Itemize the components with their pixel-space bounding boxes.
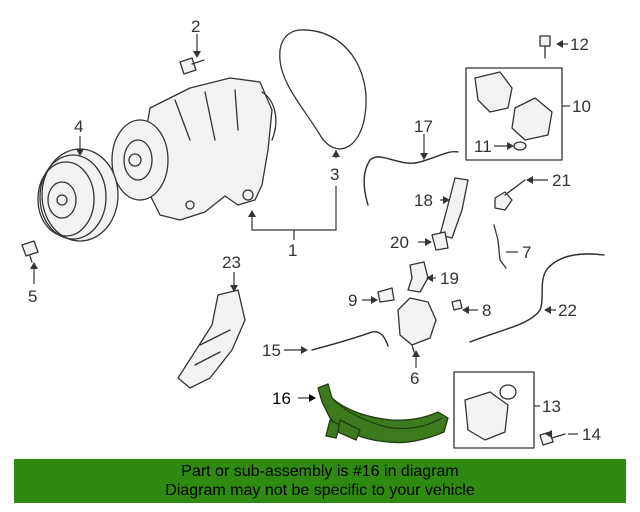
callout-1: 1 xyxy=(288,241,297,260)
callout-12: 12 xyxy=(570,35,589,54)
highlighted-pipe-part-16 xyxy=(317,383,449,444)
callout-21: 21 xyxy=(552,171,571,190)
callout-2: 2 xyxy=(191,17,200,36)
bracket-part-23 xyxy=(177,289,246,389)
water-pump-part-1 xyxy=(111,77,277,221)
callout-15: 15 xyxy=(262,341,281,360)
tube-part-18 xyxy=(439,177,469,239)
callout-4: 4 xyxy=(74,117,83,136)
bracket-part-7 xyxy=(493,224,507,269)
callout-20: 20 xyxy=(390,233,409,252)
bolt-part-12 xyxy=(539,35,551,59)
fitting-part-20 xyxy=(431,231,449,251)
callout-11: 11 xyxy=(474,137,492,156)
bolt-part-2 xyxy=(179,57,205,75)
banner-line-1: Part or sub-assembly is #16 in diagram xyxy=(181,463,459,480)
callout-7: 7 xyxy=(522,243,531,262)
sensor-part-21 xyxy=(494,179,526,211)
callout-23: 23 xyxy=(222,253,241,272)
hose-part-17 xyxy=(363,150,459,206)
callout-22: 22 xyxy=(558,301,577,320)
callout-14: 14 xyxy=(582,425,601,444)
callout-5: 5 xyxy=(28,287,37,306)
bolt-part-8 xyxy=(451,299,463,311)
gasket-part-3 xyxy=(279,29,367,150)
callout-13: 13 xyxy=(542,397,561,416)
callout-19: 19 xyxy=(440,269,459,288)
clip-part-9 xyxy=(377,287,395,303)
callout-3: 3 xyxy=(330,165,339,184)
callout-17: 17 xyxy=(414,117,433,136)
bolt-part-5 xyxy=(21,240,39,263)
housing-box-part-13 xyxy=(453,371,535,449)
callout-18: 18 xyxy=(414,191,433,210)
housing-box-part-10 xyxy=(465,67,563,161)
hose-part-15 xyxy=(311,331,389,351)
elbow-part-19 xyxy=(407,261,429,293)
pipe-part-22 xyxy=(469,253,605,343)
parts-diagram: 2 4 5 1 3 12 10 17 11 21 18 20 7 19 9 8 … xyxy=(21,17,605,449)
callout-9: 9 xyxy=(348,291,357,310)
bolt-part-14 xyxy=(539,431,566,446)
banner-line-2: Diagram may not be specific to your vehi… xyxy=(165,482,475,499)
callout-10: 10 xyxy=(572,97,591,116)
info-banner: Part or sub-assembly is #16 in diagram D… xyxy=(14,459,626,503)
callout-16: 16 xyxy=(272,389,291,408)
callout-8: 8 xyxy=(482,301,491,320)
callout-6: 6 xyxy=(410,369,419,388)
housing-part-6 xyxy=(397,297,437,353)
pulley-part-4 xyxy=(37,148,119,242)
